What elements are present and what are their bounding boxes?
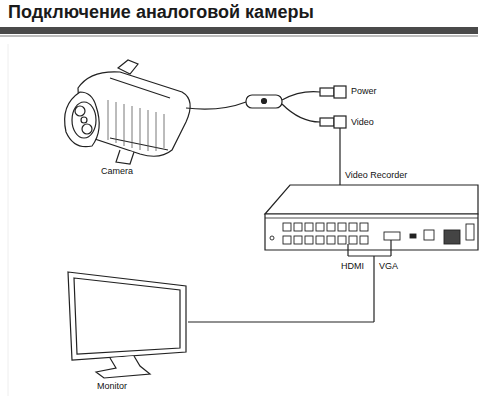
port-label: VGA	[378, 261, 399, 271]
heading-underline	[0, 35, 478, 37]
signal-label: Power	[350, 86, 378, 96]
monitor-cable	[188, 240, 391, 322]
port-label: HDMI	[340, 261, 365, 271]
signal-label: Video	[350, 117, 375, 127]
heading-bar	[0, 27, 478, 34]
device-label: Video Recorder	[344, 170, 408, 180]
camera-drawing	[65, 60, 191, 164]
monitor-drawing	[68, 272, 186, 378]
page-margin	[8, 44, 9, 396]
bnc-inputs	[270, 223, 474, 244]
camera-fins	[108, 100, 164, 151]
video-recorder-drawing	[265, 185, 478, 250]
device-label: Camera	[100, 166, 134, 176]
page-title: Подключение аналоговой камеры	[8, 2, 314, 23]
device-label: Monitor	[96, 381, 128, 391]
